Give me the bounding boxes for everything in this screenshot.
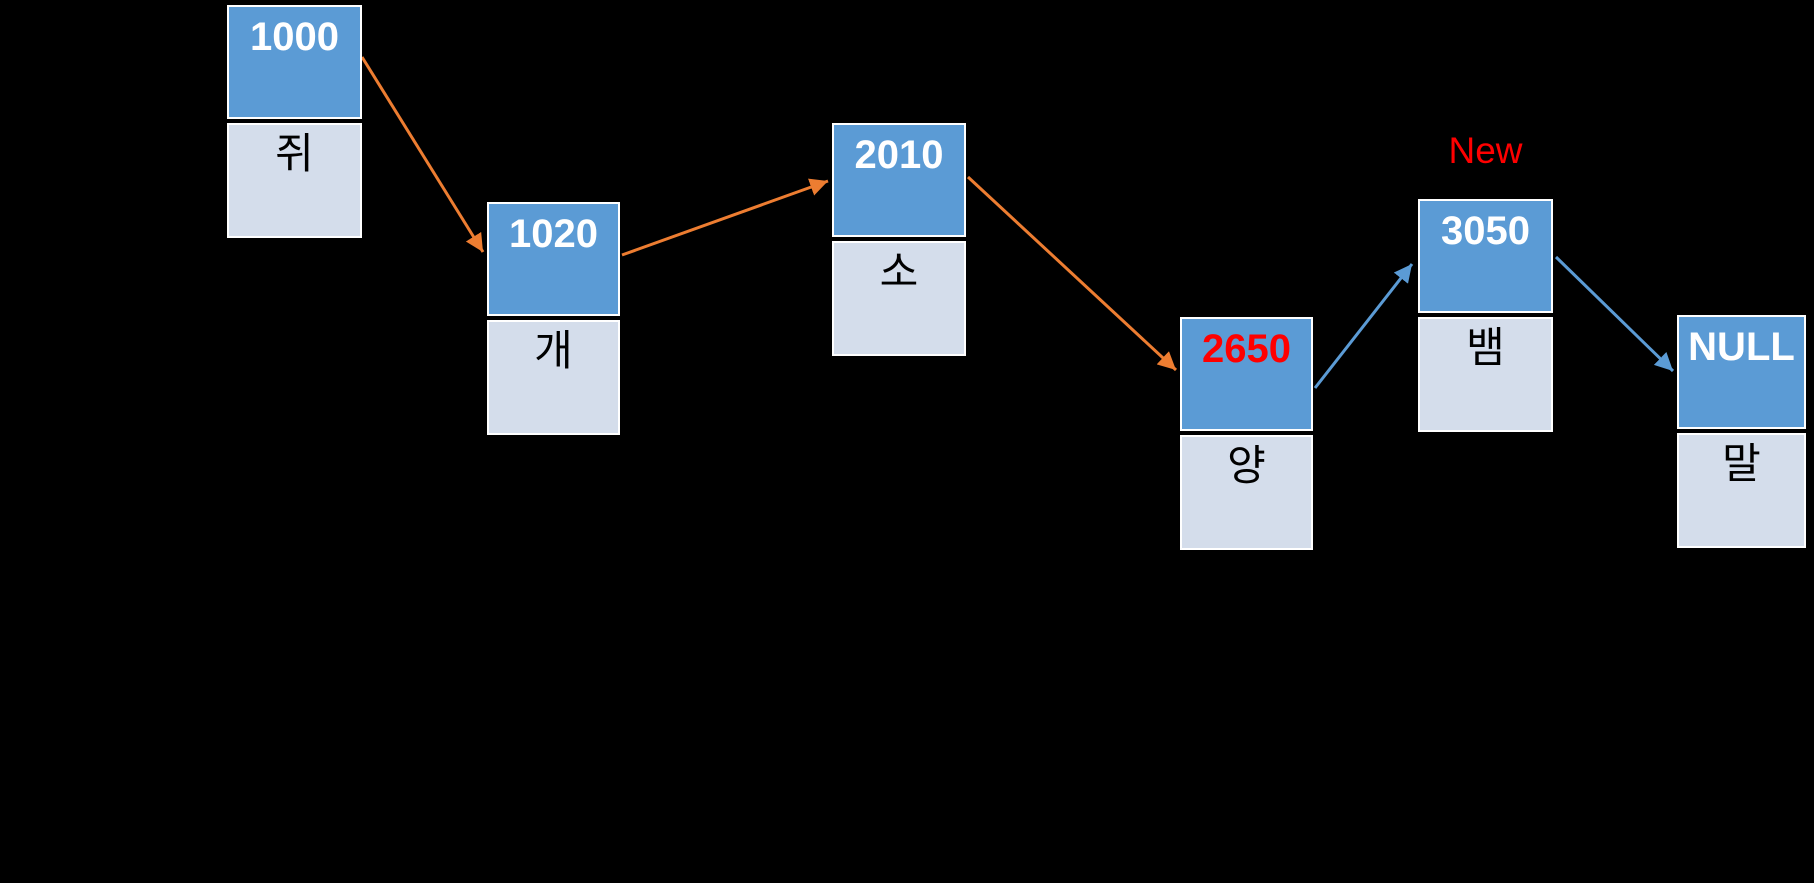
- address-text: 3050: [1441, 209, 1530, 253]
- node-3050-new: 3050 뱀: [1418, 199, 1553, 432]
- node-value: 뱀: [1418, 317, 1553, 432]
- node-null: NULL 말: [1677, 315, 1806, 548]
- arrow-1000-to-1020: [360, 56, 485, 253]
- address-text-highlighted: 2650: [1202, 327, 1291, 371]
- address-text: 2010: [854, 133, 944, 177]
- arrow-2010-to-2650: [966, 175, 1178, 372]
- node-1020: 1020 개: [487, 202, 620, 435]
- value-text: 뱀: [1466, 324, 1505, 371]
- arrow-1020-to-2010: [621, 178, 829, 257]
- node-value: 소: [832, 241, 966, 356]
- node-value: 말: [1677, 433, 1806, 548]
- address-text: 1000: [250, 15, 339, 59]
- node-address: NULL: [1677, 315, 1806, 429]
- node-address: 3050: [1418, 199, 1553, 313]
- address-text: NULL: [1688, 325, 1795, 369]
- node-address: 1000: [227, 5, 362, 119]
- node-address: 2650: [1180, 317, 1313, 431]
- value-text: 양: [1227, 442, 1266, 489]
- address-text: 1020: [509, 212, 598, 256]
- value-text: 쥐: [275, 130, 314, 177]
- arrow-2650-to-3050: [1313, 263, 1414, 389]
- node-2650: 2650 양: [1180, 317, 1313, 550]
- node-address: 2010: [832, 123, 966, 237]
- value-text: 개: [534, 327, 573, 374]
- new-node-label: New: [1448, 130, 1523, 171]
- value-text: 말: [1722, 440, 1761, 487]
- node-value: 개: [487, 320, 620, 435]
- value-text: 소: [879, 248, 919, 295]
- node-2010: 2010 소: [832, 123, 966, 356]
- node-value: 쥐: [227, 123, 362, 238]
- node-1000: 1000 쥐: [227, 5, 362, 238]
- node-value: 양: [1180, 435, 1313, 550]
- node-address: 1020: [487, 202, 620, 316]
- arrow-3050-to-null: [1554, 255, 1675, 373]
